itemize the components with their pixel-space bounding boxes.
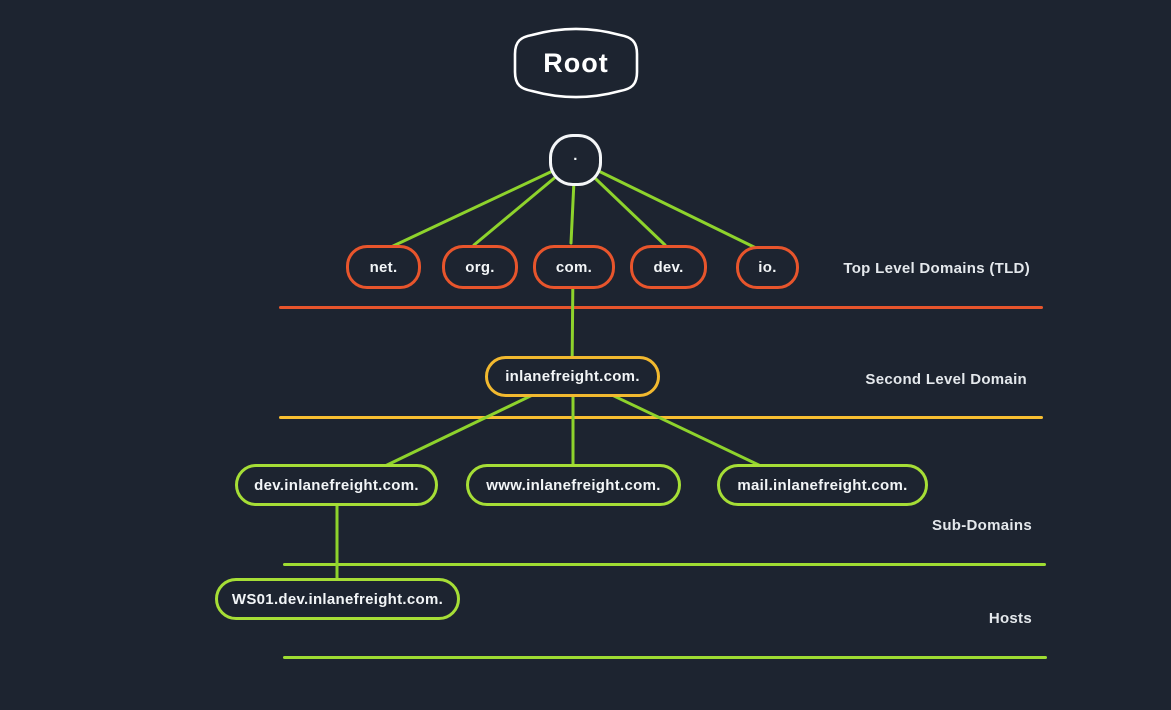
- node-tld-io: io.: [736, 246, 799, 289]
- tld-label: org.: [465, 258, 495, 276]
- second-level-domain-label: inlanefreight.com.: [505, 368, 640, 385]
- hosts-divider: [283, 656, 1047, 659]
- tld-label: io.: [758, 259, 777, 276]
- dns-root-dot-label: .: [573, 146, 578, 164]
- tld-label: com.: [555, 258, 593, 276]
- node-host-ws01: WS01.dev.inlanefreight.com.: [215, 578, 460, 620]
- tier-label-tld: Top Level Domains (TLD): [843, 260, 1030, 277]
- node-subdomain-mail: mail.inlanefreight.com.: [717, 464, 928, 506]
- host-label: WS01.dev.inlanefreight.com.: [231, 590, 444, 608]
- node-tld-com: com.: [533, 245, 615, 289]
- subdomain-label: www.inlanefreight.com.: [486, 476, 661, 494]
- tld-label: net.: [369, 258, 398, 276]
- subdomain-label: dev.inlanefreight.com.: [254, 476, 419, 494]
- node-second-level-domain: inlanefreight.com.: [485, 356, 660, 397]
- tier-label-hosts: Hosts: [988, 610, 1032, 627]
- connector-dot-net: [389, 158, 578, 249]
- node-dns-root-dot: .: [549, 134, 602, 186]
- connector-dot-io: [574, 158, 758, 250]
- subdomain-label: mail.inlanefreight.com.: [737, 476, 908, 494]
- tld-label: dev.: [653, 258, 684, 276]
- node-root: Root: [511, 25, 641, 101]
- node-subdomain-www: www.inlanefreight.com.: [466, 464, 681, 506]
- node-tld-org: org.: [442, 245, 518, 289]
- root-shape: [513, 27, 639, 99]
- node-tld-dev: dev.: [630, 245, 707, 289]
- subdomains-divider: [283, 563, 1046, 566]
- tier-label-subdomains: Sub-Domains: [932, 517, 1032, 534]
- root-label: Root: [543, 47, 609, 78]
- tier-label-second-level: Second Level Domain: [865, 371, 1027, 388]
- node-tld-net: net.: [346, 245, 421, 289]
- node-subdomain-dev: dev.inlanefreight.com.: [235, 464, 438, 506]
- tld-divider: [279, 306, 1043, 309]
